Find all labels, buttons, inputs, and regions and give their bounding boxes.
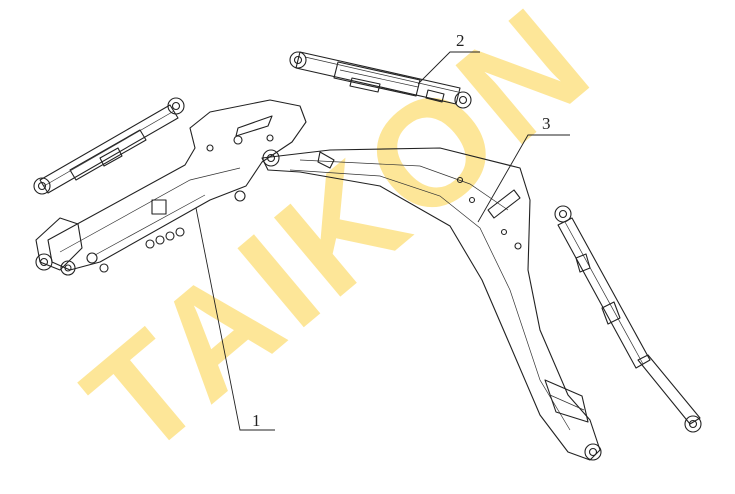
callout-1: 1	[195, 207, 275, 431]
callout-2: 2	[417, 31, 480, 85]
callout-label-1: 1	[252, 411, 261, 430]
cylinder-2	[289, 51, 472, 109]
cylinder-right	[554, 205, 702, 433]
watermark-text: TAIKON	[55, 0, 622, 487]
callout-label-3: 3	[542, 114, 551, 133]
callout-3: 3	[477, 114, 570, 223]
cylinder-left	[33, 97, 185, 195]
arm-part-3	[261, 147, 602, 461]
callout-label-2: 2	[456, 31, 465, 50]
boom-part-1	[35, 99, 307, 276]
